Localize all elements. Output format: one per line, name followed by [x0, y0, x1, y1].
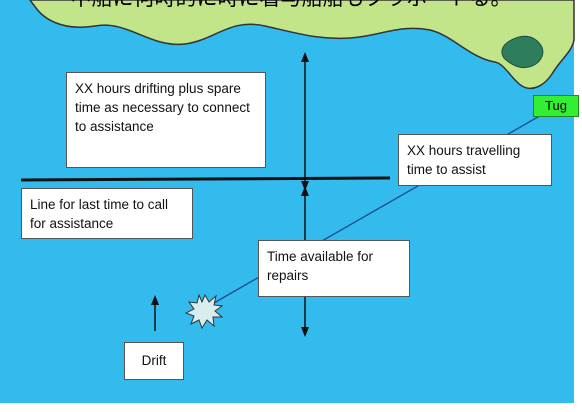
tug-label: Tug [533, 95, 579, 117]
coastline-landmass [29, 0, 575, 90]
last-call-box: Line for last time to call for assistanc… [21, 188, 193, 239]
repairs-time-box: Time available for repairs [258, 240, 410, 297]
right-border [574, 0, 582, 412]
coastal-island [501, 35, 544, 69]
drift-label-box: Drift [124, 342, 184, 380]
last-call-line [20, 176, 391, 182]
travelling-time-box: XX hours travelling time to assist [398, 134, 552, 186]
cropped-caption: 中船に何時的に時に看与船船もクラボ・トる。 [0, 0, 582, 12]
drifting-time-box: XX hours drifting plus spare time as nec… [66, 72, 266, 168]
bottom-border [0, 403, 582, 412]
explosion-star-icon [184, 293, 224, 330]
arrow-up-icon [151, 295, 159, 331]
